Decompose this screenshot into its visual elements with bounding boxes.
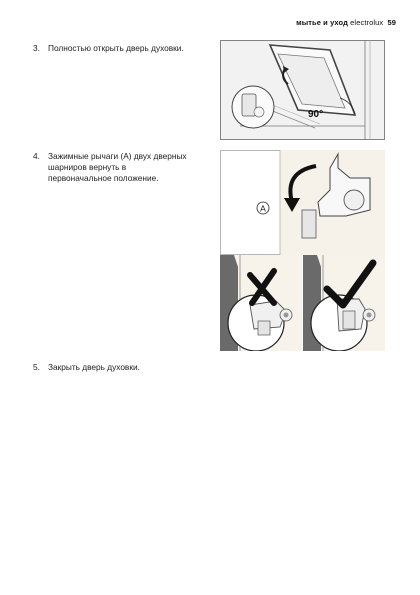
step-5: 5. Закрыть дверь духовки. [33, 362, 140, 373]
callout-a: A [260, 204, 266, 214]
angle-label: 90° [308, 109, 323, 120]
step-text-line: первоначальное положение. [48, 173, 159, 183]
step-number: 5. [33, 362, 40, 372]
header-section: мытье и уход [296, 18, 348, 27]
step-text: Полностью открыть дверь духовки. [48, 43, 184, 53]
page-header: мытье и уход electrolux 59 [296, 18, 396, 27]
figure-wrong-position [220, 255, 302, 351]
step-number: 4. [33, 151, 40, 161]
cross-icon [247, 268, 277, 306]
step-text-line: шарниров вернуть в [48, 162, 127, 172]
figure-door-open: 90° [220, 40, 385, 140]
checkmark-icon [323, 259, 377, 309]
page-number: 59 [387, 18, 396, 27]
header-brand: electrolux [350, 18, 384, 27]
correct-position-illustration [303, 255, 385, 351]
step-number: 3. [33, 43, 40, 53]
step-text: Закрыть дверь духовки. [48, 362, 140, 372]
wrong-position-illustration [220, 255, 302, 351]
figure-hinge-lever: A [220, 150, 385, 255]
step-text-line: Зажимные рычаги (A) двух дверных [48, 151, 187, 161]
door-open-illustration: 90° [220, 40, 385, 140]
step-3: 3. Полностью открыть дверь духовки. [33, 43, 184, 54]
figure-correct-position [303, 255, 385, 351]
hinge-lever-illustration: A [220, 150, 385, 255]
